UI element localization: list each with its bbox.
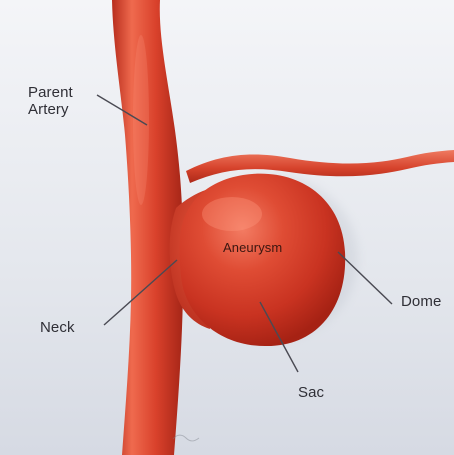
aneurysm-sac bbox=[180, 174, 346, 346]
aneurysm-label: Aneurysm bbox=[223, 239, 282, 256]
parent-artery-label-line-1: Parent bbox=[28, 84, 98, 101]
parent-artery-label-line-2: Artery bbox=[28, 101, 98, 118]
neck-label: Neck bbox=[40, 319, 75, 336]
sac-highlight bbox=[202, 197, 262, 231]
artery-highlight bbox=[133, 35, 149, 205]
sac-label: Sac bbox=[298, 384, 324, 401]
dome-label: Dome bbox=[401, 293, 441, 310]
parent-artery-label: Parent Artery bbox=[28, 84, 98, 118]
